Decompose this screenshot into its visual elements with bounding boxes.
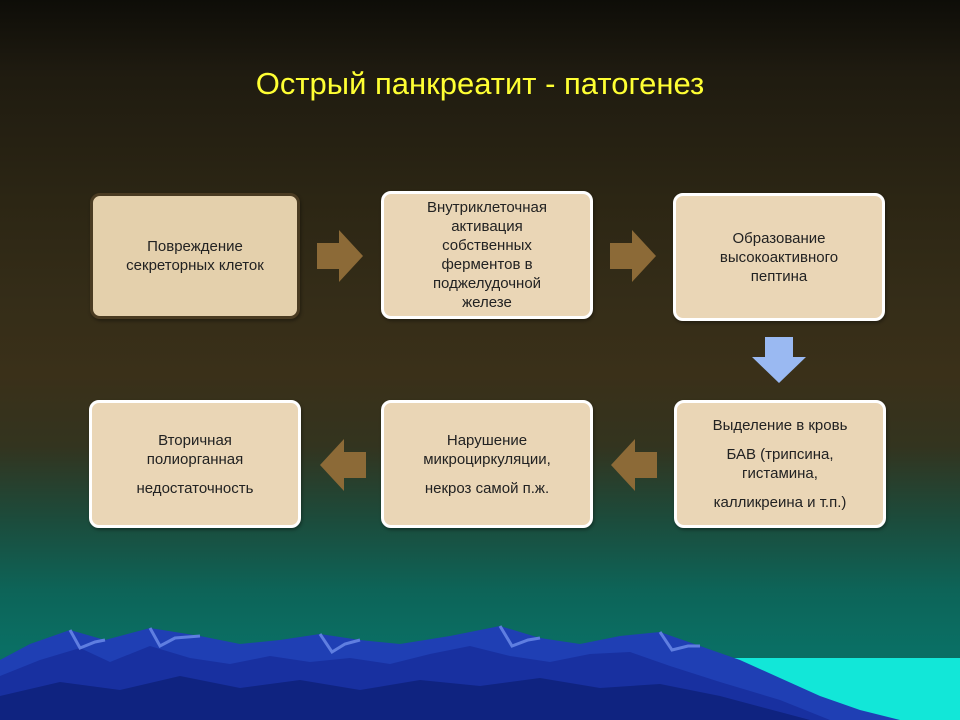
step-cell-damage: Повреждение секреторных клеток: [90, 193, 300, 319]
step-peptide-formation: Образование высокоактивного пептина: [673, 193, 885, 321]
step-cell-damage-line-2: секреторных клеток: [126, 257, 264, 274]
mountains-illustration: [0, 625, 960, 720]
step-enzyme-activation-line-6: железе: [462, 294, 512, 311]
right-arrow-icon-2: [610, 230, 656, 282]
step-cell-damage-line-1: Повреждение: [147, 238, 243, 255]
step-peptide-formation-line-1: Образование: [732, 229, 826, 247]
step-enzyme-activation-line-3: собственных: [442, 237, 532, 254]
step-microcirculation-line-2: микроциркуляции,: [423, 450, 551, 468]
step-microcirculation-line-1: Нарушение: [446, 431, 528, 449]
step-microcirculation-line-3: некроз самой п.ж.: [424, 479, 550, 497]
left-arrow-icon-2: [611, 439, 657, 491]
step-bav-release-line-2: БАВ (трипсина,: [726, 446, 834, 463]
right-arrow-icon-1: [317, 230, 363, 282]
step-failure: Вторичная полиорганная недостаточность: [89, 400, 301, 528]
step-peptide-formation-line-3: пептина: [750, 267, 808, 285]
step-enzyme-activation-line-4: ферментов в: [441, 256, 533, 273]
step-enzyme-activation-line-5: поджелудочной: [432, 275, 542, 292]
step-enzyme-activation-line-2: активация: [451, 218, 523, 235]
step-bav-release-line-1: Выделение в кровь: [712, 417, 848, 434]
step-peptide-formation-line-2: высокоактивного: [719, 248, 839, 266]
step-bav-release-line-3: гистамина,: [742, 465, 818, 482]
down-arrow-icon: [752, 337, 806, 383]
step-enzyme-activation-line-1: Внутриклеточная: [427, 199, 547, 216]
step-failure-line-3: недостаточность: [136, 479, 254, 497]
step-failure-line-1: Вторичная: [158, 431, 232, 449]
slide-title: Острый панкреатит - патогенез: [255, 66, 705, 101]
step-bav-release-line-4: калликреина и т.п.): [713, 494, 847, 511]
step-microcirculation: Нарушение микроциркуляции, некроз самой …: [381, 400, 593, 528]
step-failure-line-2: полиорганная: [146, 450, 244, 468]
left-arrow-icon-1: [320, 439, 366, 491]
step-enzyme-activation: Внутриклеточная активация собственных фе…: [381, 191, 593, 319]
step-bav-release: Выделение в кровь БАВ (трипсина, гистами…: [674, 400, 886, 528]
